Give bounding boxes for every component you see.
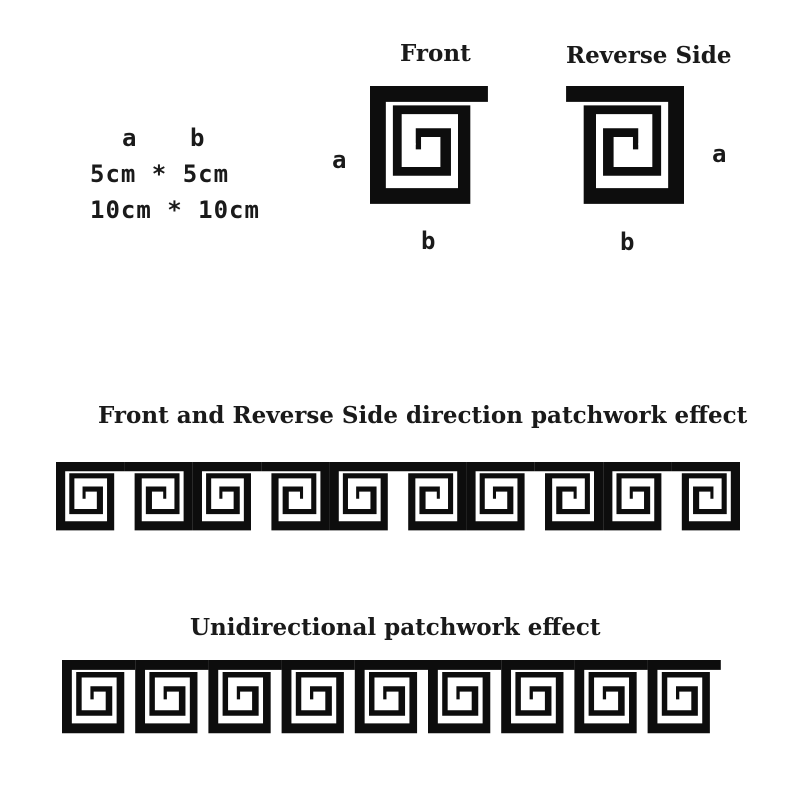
dimension-b-label: b: [190, 124, 206, 152]
front-side-a-label: a: [332, 146, 348, 174]
strip-tile: [671, 462, 740, 531]
size-large: 10cm * 10cm: [90, 196, 260, 224]
strip-tile: [534, 462, 604, 531]
front-side-b-label: b: [421, 227, 437, 255]
bidirectional-strip: [56, 462, 740, 531]
reverse-side-a-label: a: [712, 140, 728, 168]
strip-tile: [124, 462, 193, 531]
strip-tile: [574, 660, 648, 734]
strip-tile: [261, 462, 330, 531]
size-small: 5cm * 5cm: [90, 160, 230, 188]
strip-tile: [56, 462, 125, 531]
dimension-a-label: a: [122, 124, 138, 152]
strip-tile: [192, 462, 262, 531]
reverse-side-title: Reverse Side: [566, 42, 732, 69]
bidirectional-heading: Front and Reverse Side direction patchwo…: [98, 402, 748, 429]
strip-tile: [603, 462, 672, 531]
strip-tile: [329, 462, 398, 531]
strip-tile: [501, 660, 575, 734]
unidirectional-heading: Unidirectional patchwork effect: [190, 614, 601, 641]
strip-tile: [281, 660, 355, 734]
strip-tile: [398, 462, 467, 531]
strip-tile: [135, 660, 209, 734]
strip-tile: [208, 660, 282, 734]
strip-tile: [647, 660, 721, 734]
reverse-side-b-label: b: [620, 228, 636, 256]
reverse-tile: [566, 86, 684, 204]
unidirectional-strip: [62, 660, 721, 734]
front-title: Front: [400, 40, 471, 67]
strip-tile: [354, 660, 428, 734]
strip-tile: [466, 462, 535, 531]
front-tile: [370, 86, 488, 204]
strip-tile: [62, 660, 136, 734]
strip-tile: [428, 660, 502, 734]
